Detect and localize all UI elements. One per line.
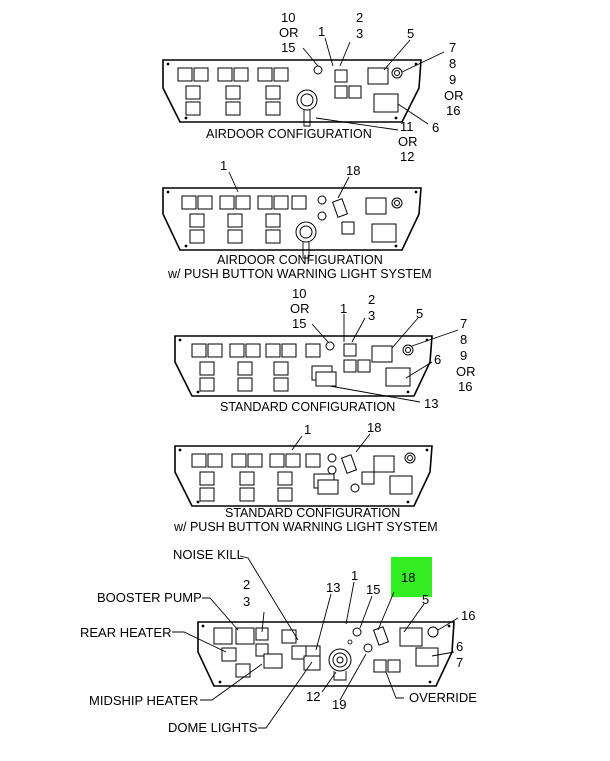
label-booster-pump: BOOSTER PUMP bbox=[97, 590, 202, 605]
caption-airdoor-pb-2: w/ PUSH BUTTON WARNING LIGHT SYSTEM bbox=[167, 267, 432, 281]
callout-or-a3: OR bbox=[398, 134, 418, 149]
callout-3-c: 3 bbox=[368, 308, 375, 323]
callout-5-a: 5 bbox=[407, 26, 414, 41]
callout-1-c: 1 bbox=[340, 301, 347, 316]
callout-18-d: 18 bbox=[367, 420, 381, 435]
callout-10-a: 10 bbox=[281, 10, 295, 25]
caption-standard-pb-1: STANDARD CONFIGURATION bbox=[225, 506, 400, 520]
callout-18-e: 18 bbox=[401, 570, 415, 585]
label-noise-kill: NOISE KILL bbox=[173, 547, 244, 562]
callout-5-e: 5 bbox=[422, 592, 429, 607]
panel-bottom bbox=[197, 621, 455, 687]
callout-6-e: 6 bbox=[456, 639, 463, 654]
callout-3-a: 3 bbox=[356, 26, 363, 41]
callout-1-b: 1 bbox=[220, 158, 227, 173]
callout-8-c: 8 bbox=[460, 332, 467, 347]
callout-7-e: 7 bbox=[456, 655, 463, 670]
callout-or-a: OR bbox=[279, 25, 299, 40]
leader-18-b bbox=[337, 176, 350, 199]
caption-standard-pb-2: w/ PUSH BUTTON WARNING LIGHT SYSTEM bbox=[173, 520, 438, 534]
highlight-box bbox=[391, 557, 432, 597]
caption-airdoor: AIRDOOR CONFIGURATION bbox=[206, 127, 372, 141]
leader-1-b bbox=[228, 171, 239, 193]
callout-9-c: 9 bbox=[460, 348, 467, 363]
callout-15-e: 15 bbox=[366, 582, 380, 597]
label-dome-lights: DOME LIGHTS bbox=[168, 720, 258, 735]
callout-13-c: 13 bbox=[424, 396, 438, 411]
callout-or-c2: OR bbox=[456, 364, 476, 379]
callout-19-e: 19 bbox=[332, 697, 346, 712]
panel-bottom-leaders bbox=[172, 555, 459, 729]
leader-1-d bbox=[291, 435, 303, 451]
caption-airdoor-pb-1: AIRDOOR CONFIGURATION bbox=[217, 253, 383, 267]
callout-16-c: 16 bbox=[458, 379, 472, 394]
label-rear-heater: REAR HEATER bbox=[80, 625, 172, 640]
callout-5-c: 5 bbox=[416, 306, 423, 321]
callout-6-a: 6 bbox=[432, 120, 439, 135]
callout-2-e: 2 bbox=[243, 577, 250, 592]
callout-1-d: 1 bbox=[304, 422, 311, 437]
callout-9-a: 9 bbox=[449, 72, 456, 87]
panel-airdoor bbox=[162, 59, 422, 127]
caption-standard: STANDARD CONFIGURATION bbox=[220, 400, 395, 414]
callout-1-a: 1 bbox=[318, 24, 325, 39]
callout-or-c: OR bbox=[290, 301, 310, 316]
leader-18-d bbox=[355, 433, 371, 453]
callout-15-c: 15 bbox=[292, 316, 306, 331]
callout-7-a: 7 bbox=[449, 40, 456, 55]
callout-2-c: 2 bbox=[368, 292, 375, 307]
callout-11-a: 11 bbox=[400, 119, 414, 134]
panel-standard-leaders bbox=[311, 314, 459, 403]
panel-airdoor-pushbutton bbox=[162, 187, 422, 259]
callout-15-a: 15 bbox=[281, 40, 295, 55]
panel-airdoor-leaders bbox=[302, 37, 445, 131]
callout-16-a: 16 bbox=[446, 103, 460, 118]
label-override: OVERRIDE bbox=[409, 690, 477, 705]
callout-7-c: 7 bbox=[460, 316, 467, 331]
callout-or-a2: OR bbox=[444, 88, 464, 103]
callout-2-a: 2 bbox=[356, 10, 363, 25]
callout-6-c: 6 bbox=[434, 352, 441, 367]
callout-12-e: 12 bbox=[306, 689, 320, 704]
callout-12-a: 12 bbox=[400, 149, 414, 164]
callout-10-c: 10 bbox=[292, 286, 306, 301]
callout-1-e: 1 bbox=[351, 568, 358, 583]
panel-standard bbox=[174, 335, 433, 397]
callout-8-a: 8 bbox=[449, 56, 456, 71]
label-midship-heater: MIDSHIP HEATER bbox=[89, 693, 198, 708]
callout-13-e: 13 bbox=[326, 580, 340, 595]
callout-3-e: 3 bbox=[243, 594, 250, 609]
panel-standard-pushbutton bbox=[174, 445, 433, 507]
callout-16-e: 16 bbox=[461, 608, 475, 623]
callout-18-b: 18 bbox=[346, 163, 360, 178]
